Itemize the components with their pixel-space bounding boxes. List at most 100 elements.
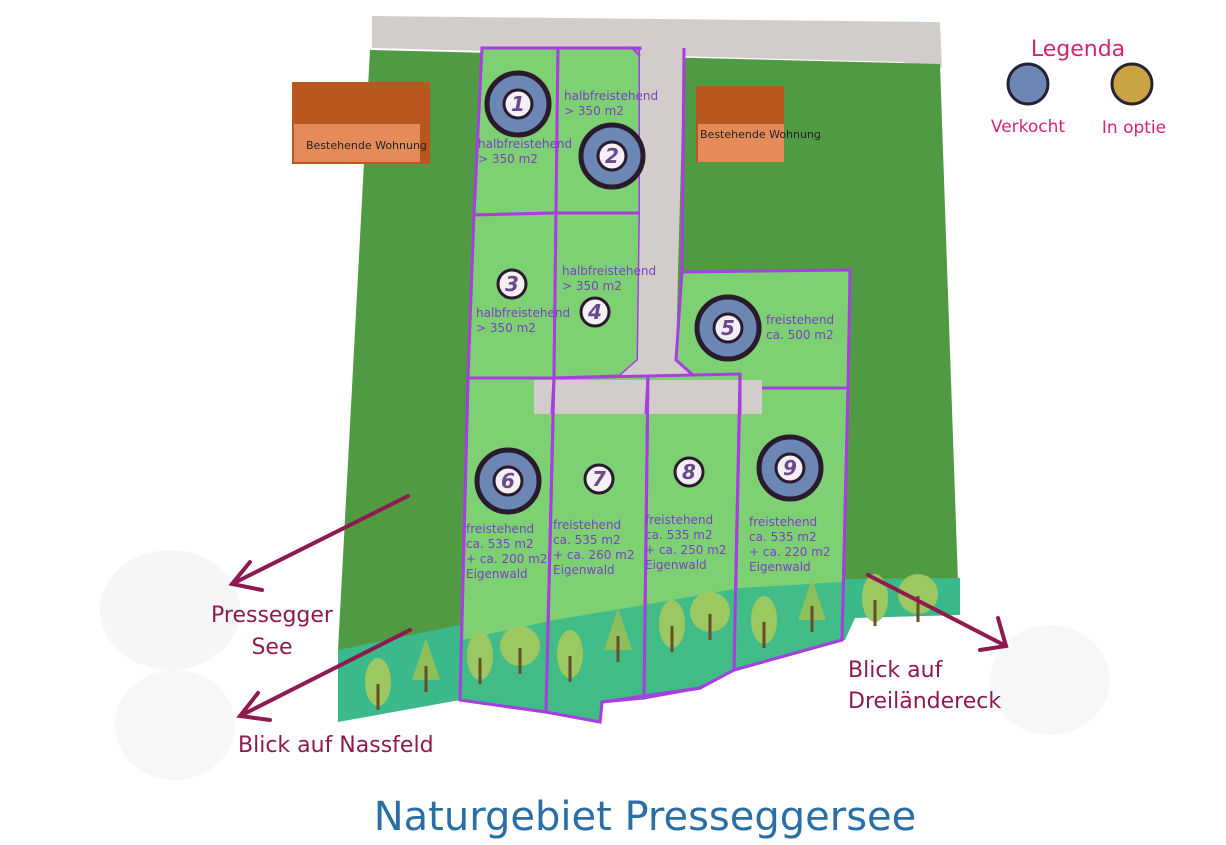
tree-icon	[467, 632, 493, 684]
tree-icon	[500, 626, 540, 674]
lot-description-line: ca. 535 m2	[466, 537, 534, 551]
lot-forest	[460, 582, 842, 722]
lot-description-line: freistehend	[749, 515, 817, 529]
lot-description-line: Eigenwald	[466, 567, 528, 581]
lot-description-line: Eigenwald	[645, 558, 707, 572]
road-edge	[680, 47, 686, 273]
road-edge	[628, 46, 641, 57]
lot-description-line: ca. 535 m2	[553, 533, 621, 547]
arrow-nassfeld	[236, 628, 412, 722]
internal-road	[620, 50, 694, 376]
tree-icon	[557, 630, 583, 682]
direction-arrows	[228, 494, 1009, 722]
lot-number: 2	[605, 144, 619, 168]
house-front	[294, 124, 420, 162]
legend-sold-label: Verkocht	[991, 117, 1066, 137]
legend-sold-swatch-icon	[1006, 62, 1050, 106]
lot-description-line: > 350 m2	[478, 152, 538, 166]
lot-description-line: ca. 535 m2	[749, 530, 817, 544]
direction-label-nassfeld: Blick auf Nassfeld	[238, 733, 434, 758]
lot-boundary-left	[458, 377, 470, 701]
house-label: Bestehende Wohnung	[306, 139, 427, 152]
lot-description-line: halbfreistehend	[476, 306, 570, 320]
direction-label-pressegger-line1: Pressegger	[211, 603, 334, 628]
legend-option-swatch-icon	[1110, 62, 1154, 106]
lot-number: 1	[511, 92, 525, 116]
house-label: Bestehende Wohnung	[700, 128, 821, 141]
lot-number: 3	[505, 272, 519, 296]
tree-icon	[659, 600, 685, 652]
lot-description-line: > 350 m2	[476, 321, 536, 335]
lot-description-line: ca. 500 m2	[766, 328, 834, 342]
lot-number-badge	[502, 88, 534, 120]
lot-boundary-bottom	[459, 638, 843, 724]
lot-number-badge	[673, 456, 705, 488]
glow	[990, 625, 1110, 735]
arrow-pressegger-see	[228, 494, 410, 592]
lot-description-line: halbfreistehend	[562, 264, 656, 278]
lot-description-line: + ca. 250 m2	[645, 543, 727, 557]
glow	[100, 550, 240, 670]
lot-description-line: + ca. 220 m2	[749, 545, 831, 559]
lot-number-badge	[712, 312, 744, 344]
lot-number: 6	[501, 469, 515, 493]
lot-description-line: + ca. 260 m2	[553, 548, 635, 562]
lot-description-line: freistehend	[766, 313, 834, 327]
lot-description-line: > 350 m2	[562, 279, 622, 293]
lot-description-line: > 350 m2	[564, 104, 624, 118]
tree-icon	[604, 608, 632, 662]
lot-number: 9	[783, 456, 797, 480]
lot-description-line: Eigenwald	[749, 560, 811, 574]
glow	[115, 670, 235, 780]
access-road-top	[372, 16, 942, 68]
lot-number: 7	[592, 467, 606, 491]
lot-description-line: Eigenwald	[553, 563, 615, 577]
tree-icon	[412, 638, 440, 692]
lot-4-marker[interactable]: 4 halbfreistehend> 350 m2	[562, 264, 656, 328]
trees	[365, 574, 938, 710]
house-front	[698, 124, 784, 162]
lot-description-line: freistehend	[645, 513, 713, 527]
lot-description-line: freistehend	[466, 522, 534, 536]
tree-icon	[690, 592, 730, 640]
lot-description-line: freistehend	[553, 518, 621, 532]
lot-dividers	[544, 373, 850, 713]
legend-title: Legenda	[1031, 37, 1125, 62]
direction-label-pressegger-line2: See	[251, 635, 292, 660]
lot-number-badge	[492, 465, 524, 497]
lot-number-badge	[596, 140, 628, 172]
tree-icon	[751, 596, 777, 648]
lot-number-badge	[579, 296, 611, 328]
house-left: Bestehende Wohnung	[292, 82, 430, 164]
legend: Legenda Verkocht In optie	[991, 37, 1166, 138]
lot-number-badge	[496, 268, 528, 300]
lot-number: 8	[682, 460, 696, 484]
lot-3-marker[interactable]: 3 halbfreistehend> 350 m2	[476, 268, 570, 335]
tree-icon	[365, 658, 391, 710]
lot-number: 4	[587, 300, 602, 324]
direction-label-dreilaendereck-line2: Dreiländereck	[848, 689, 1001, 714]
lot-number: 5	[721, 316, 735, 340]
tree-icon	[798, 578, 826, 632]
direction-label-dreilaendereck-line1: Blick auf	[848, 658, 944, 683]
map-title: Naturgebiet Presseggersee	[374, 794, 917, 840]
lot-1-marker[interactable]: 1 halbfreistehend> 350 m2	[478, 70, 572, 166]
lot-4-area[interactable]	[552, 211, 642, 380]
house-right: Bestehende Wohnung	[696, 86, 821, 162]
lot-description-line: + ca. 200 m2	[466, 552, 548, 566]
arrow-dreilaendereck	[866, 573, 1009, 652]
legend-option-label: In optie	[1102, 118, 1166, 138]
lot-number-badge	[583, 463, 615, 495]
lot-description-line: ca. 535 m2	[645, 528, 713, 542]
lot-number-badge	[774, 452, 806, 484]
tree-icon	[862, 574, 888, 626]
lot-description-line: halbfreistehend	[478, 137, 572, 151]
